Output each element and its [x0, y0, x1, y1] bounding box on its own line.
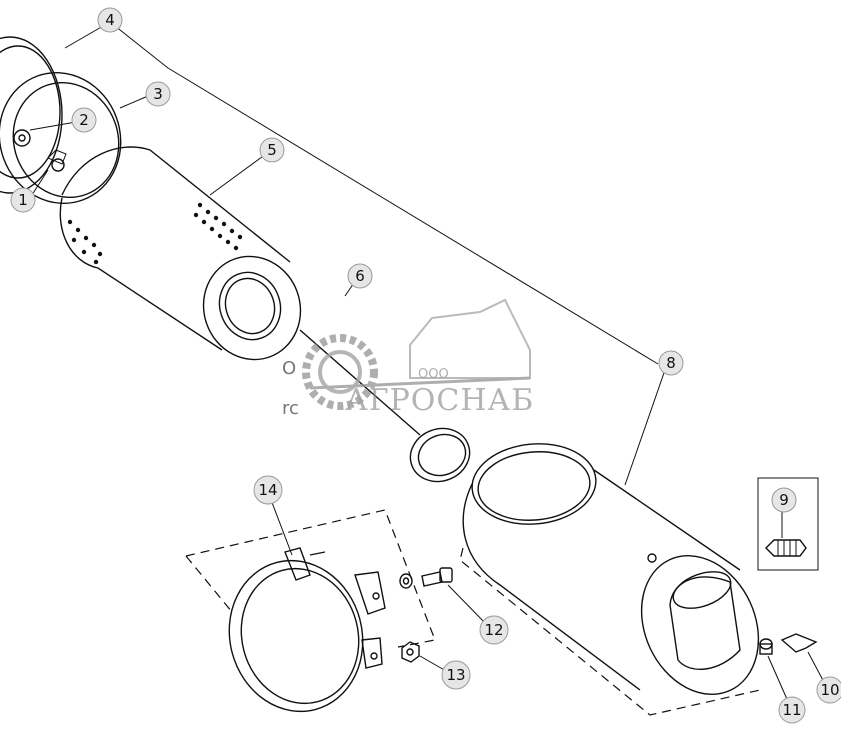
fragment-text-upper: O	[282, 358, 296, 379]
watermark-company: ООО	[418, 367, 449, 382]
svg-text:4: 4	[105, 11, 115, 29]
svg-text:9: 9	[779, 491, 789, 509]
fitting-parts	[759, 633, 818, 655]
fragment-text-lower: rc	[282, 398, 299, 419]
callout-4: 4	[97, 7, 123, 33]
callout-14: 14	[253, 475, 283, 505]
callout-5: 5	[259, 137, 285, 163]
air-cleaner-housing	[462, 443, 760, 695]
callout-2: 2	[71, 107, 97, 133]
svg-text:8: 8	[666, 354, 676, 372]
svg-text:1: 1	[18, 191, 28, 209]
svg-text:5: 5	[267, 141, 277, 159]
filter-perforations	[67, 202, 243, 265]
housing-dashed-outline	[459, 547, 761, 716]
bolt-and-washer	[399, 567, 453, 589]
cover-plate-assembly	[0, 36, 122, 205]
svg-text:12: 12	[484, 621, 503, 639]
svg-text:11: 11	[782, 701, 801, 719]
callout-1: 1	[10, 187, 36, 213]
seal-ring	[299, 329, 471, 483]
leader-lines	[29, 21, 827, 707]
callout-13: 13	[441, 660, 471, 690]
callout-12: 12	[479, 615, 509, 645]
callout-6: 6	[347, 263, 373, 289]
callout-8: 8	[658, 350, 684, 376]
callout-11: 11	[778, 696, 806, 724]
svg-text:10: 10	[820, 681, 839, 699]
watermark-brand: АГРОСНАБ	[345, 383, 534, 418]
callout-3: 3	[145, 81, 171, 107]
restriction-indicator-inset	[757, 477, 819, 571]
svg-text:2: 2	[79, 111, 89, 129]
callout-10: 10	[816, 676, 841, 704]
svg-text:13: 13	[446, 666, 465, 684]
filter-element	[59, 146, 302, 361]
svg-text:6: 6	[355, 267, 365, 285]
svg-text:14: 14	[258, 481, 277, 499]
clamp-band	[228, 547, 386, 713]
nut	[401, 641, 420, 663]
agrosnab-watermark: ООО АГРОСНАБ	[302, 298, 534, 418]
svg-text:3: 3	[153, 85, 163, 103]
bracket-dashed-outline	[185, 509, 436, 648]
callout-9: 9	[771, 487, 797, 513]
